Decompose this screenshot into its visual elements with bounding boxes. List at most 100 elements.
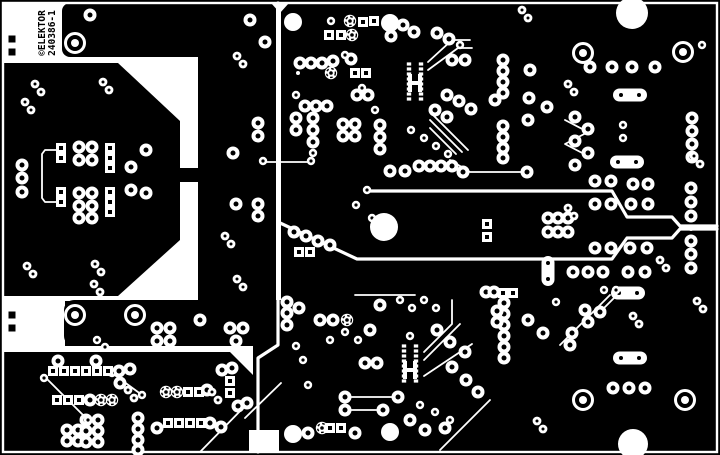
via-hole: [408, 334, 412, 338]
ic-body-mark: [411, 81, 419, 85]
ic-pin-pad: [413, 344, 419, 348]
pad-hole: [244, 400, 250, 406]
pad-hole: [546, 277, 550, 281]
via-hole: [520, 8, 524, 12]
pad-hole: [329, 71, 333, 75]
pad-hole: [494, 319, 500, 325]
pad-hole: [247, 17, 253, 23]
pad-hole: [501, 344, 507, 350]
via-hole: [541, 427, 545, 431]
pad-hole: [339, 426, 343, 430]
pad-hole: [500, 90, 506, 96]
pad-hole: [652, 64, 658, 70]
pad-hole: [501, 333, 507, 339]
pad-hole: [51, 369, 55, 373]
clearance-zone: [3, 296, 198, 301]
via-hole: [695, 299, 699, 303]
ic-pin-pad: [401, 349, 407, 353]
ic-pin-pad: [418, 97, 424, 101]
pad-hole: [427, 163, 433, 169]
pad-hole: [555, 215, 561, 221]
pad-hole: [167, 325, 173, 331]
pad-hole: [188, 421, 192, 425]
pad-hole: [143, 147, 149, 153]
via-hole: [418, 403, 422, 407]
clearance-notch: [271, 3, 289, 13]
copper-trace-outline: [244, 382, 282, 419]
pad-hole: [64, 438, 70, 444]
pad-hole: [460, 169, 466, 175]
via-hole: [526, 16, 530, 20]
drill-hole: [381, 423, 399, 441]
ic-body-mark: [406, 368, 414, 372]
drill-hole: [296, 71, 300, 75]
ic-pin-pad: [413, 354, 419, 358]
pad-hole: [108, 166, 112, 170]
pad-hole: [308, 60, 314, 66]
pad-hole: [315, 238, 321, 244]
via-hole: [223, 234, 227, 238]
pad-hole: [199, 421, 203, 425]
ic-pin-pad: [406, 62, 412, 66]
pad-hole: [500, 134, 506, 140]
pad-hole: [319, 60, 325, 66]
via-hole: [103, 345, 107, 349]
via-hole: [433, 410, 437, 414]
thermal-spokes: [95, 394, 107, 406]
ic-pin-pad: [406, 97, 412, 101]
via-hole: [107, 88, 111, 92]
pad-hole: [354, 92, 360, 98]
pad-hole: [634, 160, 638, 164]
pad-hole: [500, 145, 506, 151]
pad-hole: [526, 95, 532, 101]
pad-hole: [626, 385, 632, 391]
pad-hole: [585, 269, 591, 275]
ic-pin-pad: [418, 92, 424, 96]
pad-hole: [500, 155, 506, 161]
pad-hole: [361, 20, 365, 24]
via-hole: [356, 338, 360, 342]
pad-hole: [485, 235, 489, 239]
pad-hole: [291, 229, 297, 235]
mount-pad-center: [579, 49, 587, 57]
drill-hole: [616, 0, 648, 29]
clearance-channel: [276, 220, 719, 261]
pad-hole: [135, 415, 141, 421]
pad-hole: [432, 107, 438, 113]
pad-hole: [55, 398, 59, 402]
pad-hole: [342, 407, 348, 413]
drill-hole: [284, 13, 302, 31]
pad-hole: [442, 425, 448, 431]
pad-hole: [166, 421, 170, 425]
pad-hole: [592, 178, 598, 184]
pad-hole: [66, 398, 70, 402]
via-hole: [92, 282, 96, 286]
pad-hole: [255, 213, 261, 219]
via-hole: [241, 285, 245, 289]
pad-hole: [228, 379, 232, 383]
stadium-pad: [613, 88, 647, 102]
ic-pin-pad: [418, 62, 424, 66]
ic-pin-pad: [401, 344, 407, 348]
pad-hole: [500, 57, 506, 63]
pad-hole: [468, 106, 474, 112]
pad-hole: [585, 319, 591, 325]
pad-hole: [154, 338, 160, 344]
copper-trace-outline: [429, 127, 457, 155]
pad-hole: [377, 122, 383, 128]
pad-hole: [629, 64, 635, 70]
pad-hole: [55, 358, 61, 364]
pad-hole: [350, 33, 354, 37]
mount-pad-center: [71, 311, 79, 319]
edge-tab-clearance: [249, 430, 279, 452]
pad-hole: [630, 181, 636, 187]
pad-hole: [374, 360, 380, 366]
ic-pin-pad: [401, 354, 407, 358]
mount-pad-ring: [64, 32, 86, 54]
pad-hole: [500, 68, 506, 74]
via-hole: [458, 43, 462, 47]
pad-hole: [284, 299, 290, 305]
pad-hole: [95, 417, 101, 423]
thermal-spokes: [171, 386, 183, 398]
via-hole: [329, 19, 333, 23]
